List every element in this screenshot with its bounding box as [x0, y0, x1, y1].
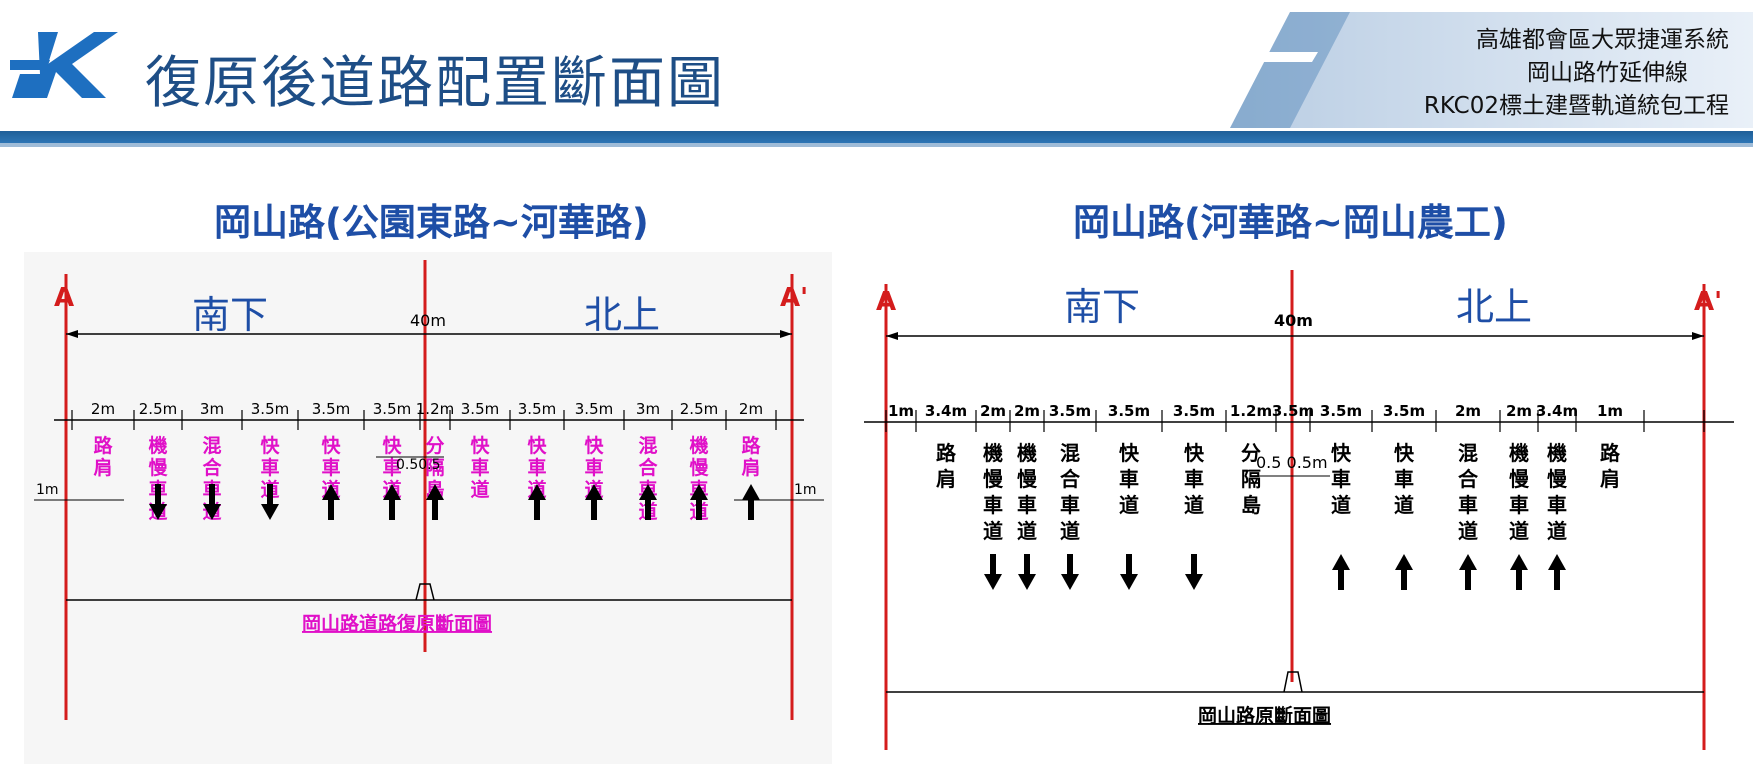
- right-traffic-arrow: [1185, 554, 1203, 590]
- project-line-1: 高雄都會區大眾捷運系統: [1476, 27, 1729, 53]
- right-width-label: 3.5m: [1383, 402, 1425, 420]
- left-traffic-arrow: [383, 484, 401, 520]
- right-traffic-arrow: [1510, 554, 1528, 590]
- left-lane-label: 快車道: [470, 434, 490, 501]
- left-width-label: 3.5m: [373, 400, 411, 418]
- right-traffic-arrow: [1548, 554, 1566, 590]
- right-lane-label: 快車道: [1184, 441, 1205, 517]
- left-traffic-arrow: [203, 484, 221, 520]
- left-lane-label: 路肩: [741, 434, 761, 479]
- project-panel: [1230, 12, 1753, 128]
- left-lane-label: 路肩: [93, 434, 113, 479]
- right-lane-label: 機慢車道: [1509, 441, 1530, 543]
- right-width-label: 3.4m: [1536, 402, 1578, 420]
- left-width-label: 2m: [91, 400, 115, 418]
- right-median-note: 0.5 0.5m: [1256, 453, 1328, 472]
- page-title: 復原後道路配置斷面圖: [145, 51, 725, 116]
- left-traffic-arrow: [639, 484, 657, 520]
- left-median-note: 0.50.5: [396, 457, 441, 473]
- left-width-label: 2.5m: [139, 400, 177, 418]
- right-lane-label: 機慢車道: [1547, 441, 1568, 543]
- right-width-label: 2m: [980, 402, 1006, 420]
- right-point-a: A: [876, 287, 896, 317]
- right-lane-label: 機慢車道: [1017, 441, 1038, 543]
- project-line-3: RKC02標土建暨軌道統包工程: [1423, 93, 1729, 119]
- left-caption: 岡山路道路復原斷面圖: [302, 612, 492, 635]
- left-width-label: 3m: [200, 400, 224, 418]
- right-traffic-arrow: [984, 554, 1002, 590]
- left-south-label: 南下: [192, 293, 268, 337]
- right-traffic-arrow: [1018, 554, 1036, 590]
- right-width-label: 3.4m: [925, 402, 967, 420]
- left-edge-right: 1m: [794, 482, 817, 498]
- left-width-label: 3.5m: [461, 400, 499, 418]
- left-width-label: 3.5m: [518, 400, 556, 418]
- right-section-title: 岡山路(河華路~岡山農工): [1073, 201, 1508, 244]
- left-traffic-arrow: [426, 484, 444, 520]
- right-traffic-arrow: [1332, 554, 1350, 590]
- left-edge-left: 1m: [36, 482, 59, 498]
- right-width-label: 1m: [888, 402, 914, 420]
- right-caption: 岡山路原斷面圖: [1198, 704, 1331, 727]
- right-width-label: 3.5m: [1272, 402, 1314, 420]
- left-traffic-arrow: [528, 484, 546, 520]
- right-traffic-arrow: [1459, 554, 1477, 590]
- right-width-label: 3.5m: [1320, 402, 1362, 420]
- right-lane-label: 混合車道: [1458, 441, 1479, 543]
- right-traffic-arrow: [1395, 554, 1413, 590]
- right-width-label: 2m: [1506, 402, 1532, 420]
- project-line-2: 岡山路竹延伸線: [1527, 60, 1688, 86]
- left-cross-section-diagram: A A' 南下 北上 40m 2m 2.5m 3m 3.5m 3.5m 3.5m 1.2m 3…: [24, 252, 832, 764]
- left-north-label: 北上: [584, 293, 660, 337]
- left-width-label: 3.5m: [312, 400, 350, 418]
- left-width-label: 1.2m: [416, 400, 454, 418]
- left-section-title: 岡山路(公園東路~河華路): [214, 201, 649, 244]
- left-width-label: 2m: [739, 400, 763, 418]
- right-lane-label: 快車道: [1119, 441, 1140, 517]
- metro-logo-icon: [10, 32, 118, 98]
- right-point-a2: A': [1694, 287, 1722, 317]
- right-width-label: 3.5m: [1108, 402, 1150, 420]
- left-point-a2: A': [780, 283, 808, 313]
- left-width-label: 2.5m: [680, 400, 718, 418]
- right-south-label: 南下: [1064, 285, 1140, 329]
- right-width-label: 1m: [1597, 402, 1623, 420]
- right-lane-label: 分隔島: [1241, 441, 1261, 517]
- right-width-label: 3.5m: [1049, 402, 1091, 420]
- right-width-label: 1.2m: [1230, 402, 1272, 420]
- right-lane-label: 混合車道: [1060, 441, 1081, 543]
- header-divider: [0, 131, 1753, 143]
- right-lane-label: 機慢車道: [983, 441, 1004, 543]
- right-north-label: 北上: [1456, 285, 1532, 329]
- right-traffic-arrow: [1120, 554, 1138, 590]
- right-lane-label: 路肩: [936, 441, 957, 491]
- left-traffic-arrow: [690, 484, 708, 520]
- right-lane-label: 快車道: [1394, 441, 1415, 517]
- left-traffic-arrow: [261, 484, 279, 520]
- right-width-label: 3.5m: [1173, 402, 1215, 420]
- right-total-width: 40m: [1274, 311, 1313, 330]
- left-traffic-arrow: [585, 484, 603, 520]
- left-traffic-arrow: [149, 484, 167, 520]
- header-divider-shadow: [0, 143, 1753, 147]
- right-width-label: 2m: [1455, 402, 1481, 420]
- left-point-a: A: [54, 283, 74, 313]
- left-width-label: 3.5m: [251, 400, 289, 418]
- left-width-label: 3.5m: [575, 400, 613, 418]
- right-lane-label: 快車道: [1331, 441, 1352, 517]
- right-lane-label: 路肩: [1600, 441, 1621, 491]
- left-lane-label: 快車道: [260, 434, 280, 501]
- left-traffic-arrow: [322, 484, 340, 520]
- right-width-label: 2m: [1014, 402, 1040, 420]
- left-width-label: 3m: [636, 400, 660, 418]
- right-traffic-arrow: [1061, 554, 1079, 590]
- left-total-width: 40m: [410, 311, 446, 330]
- left-traffic-arrow: [742, 484, 760, 520]
